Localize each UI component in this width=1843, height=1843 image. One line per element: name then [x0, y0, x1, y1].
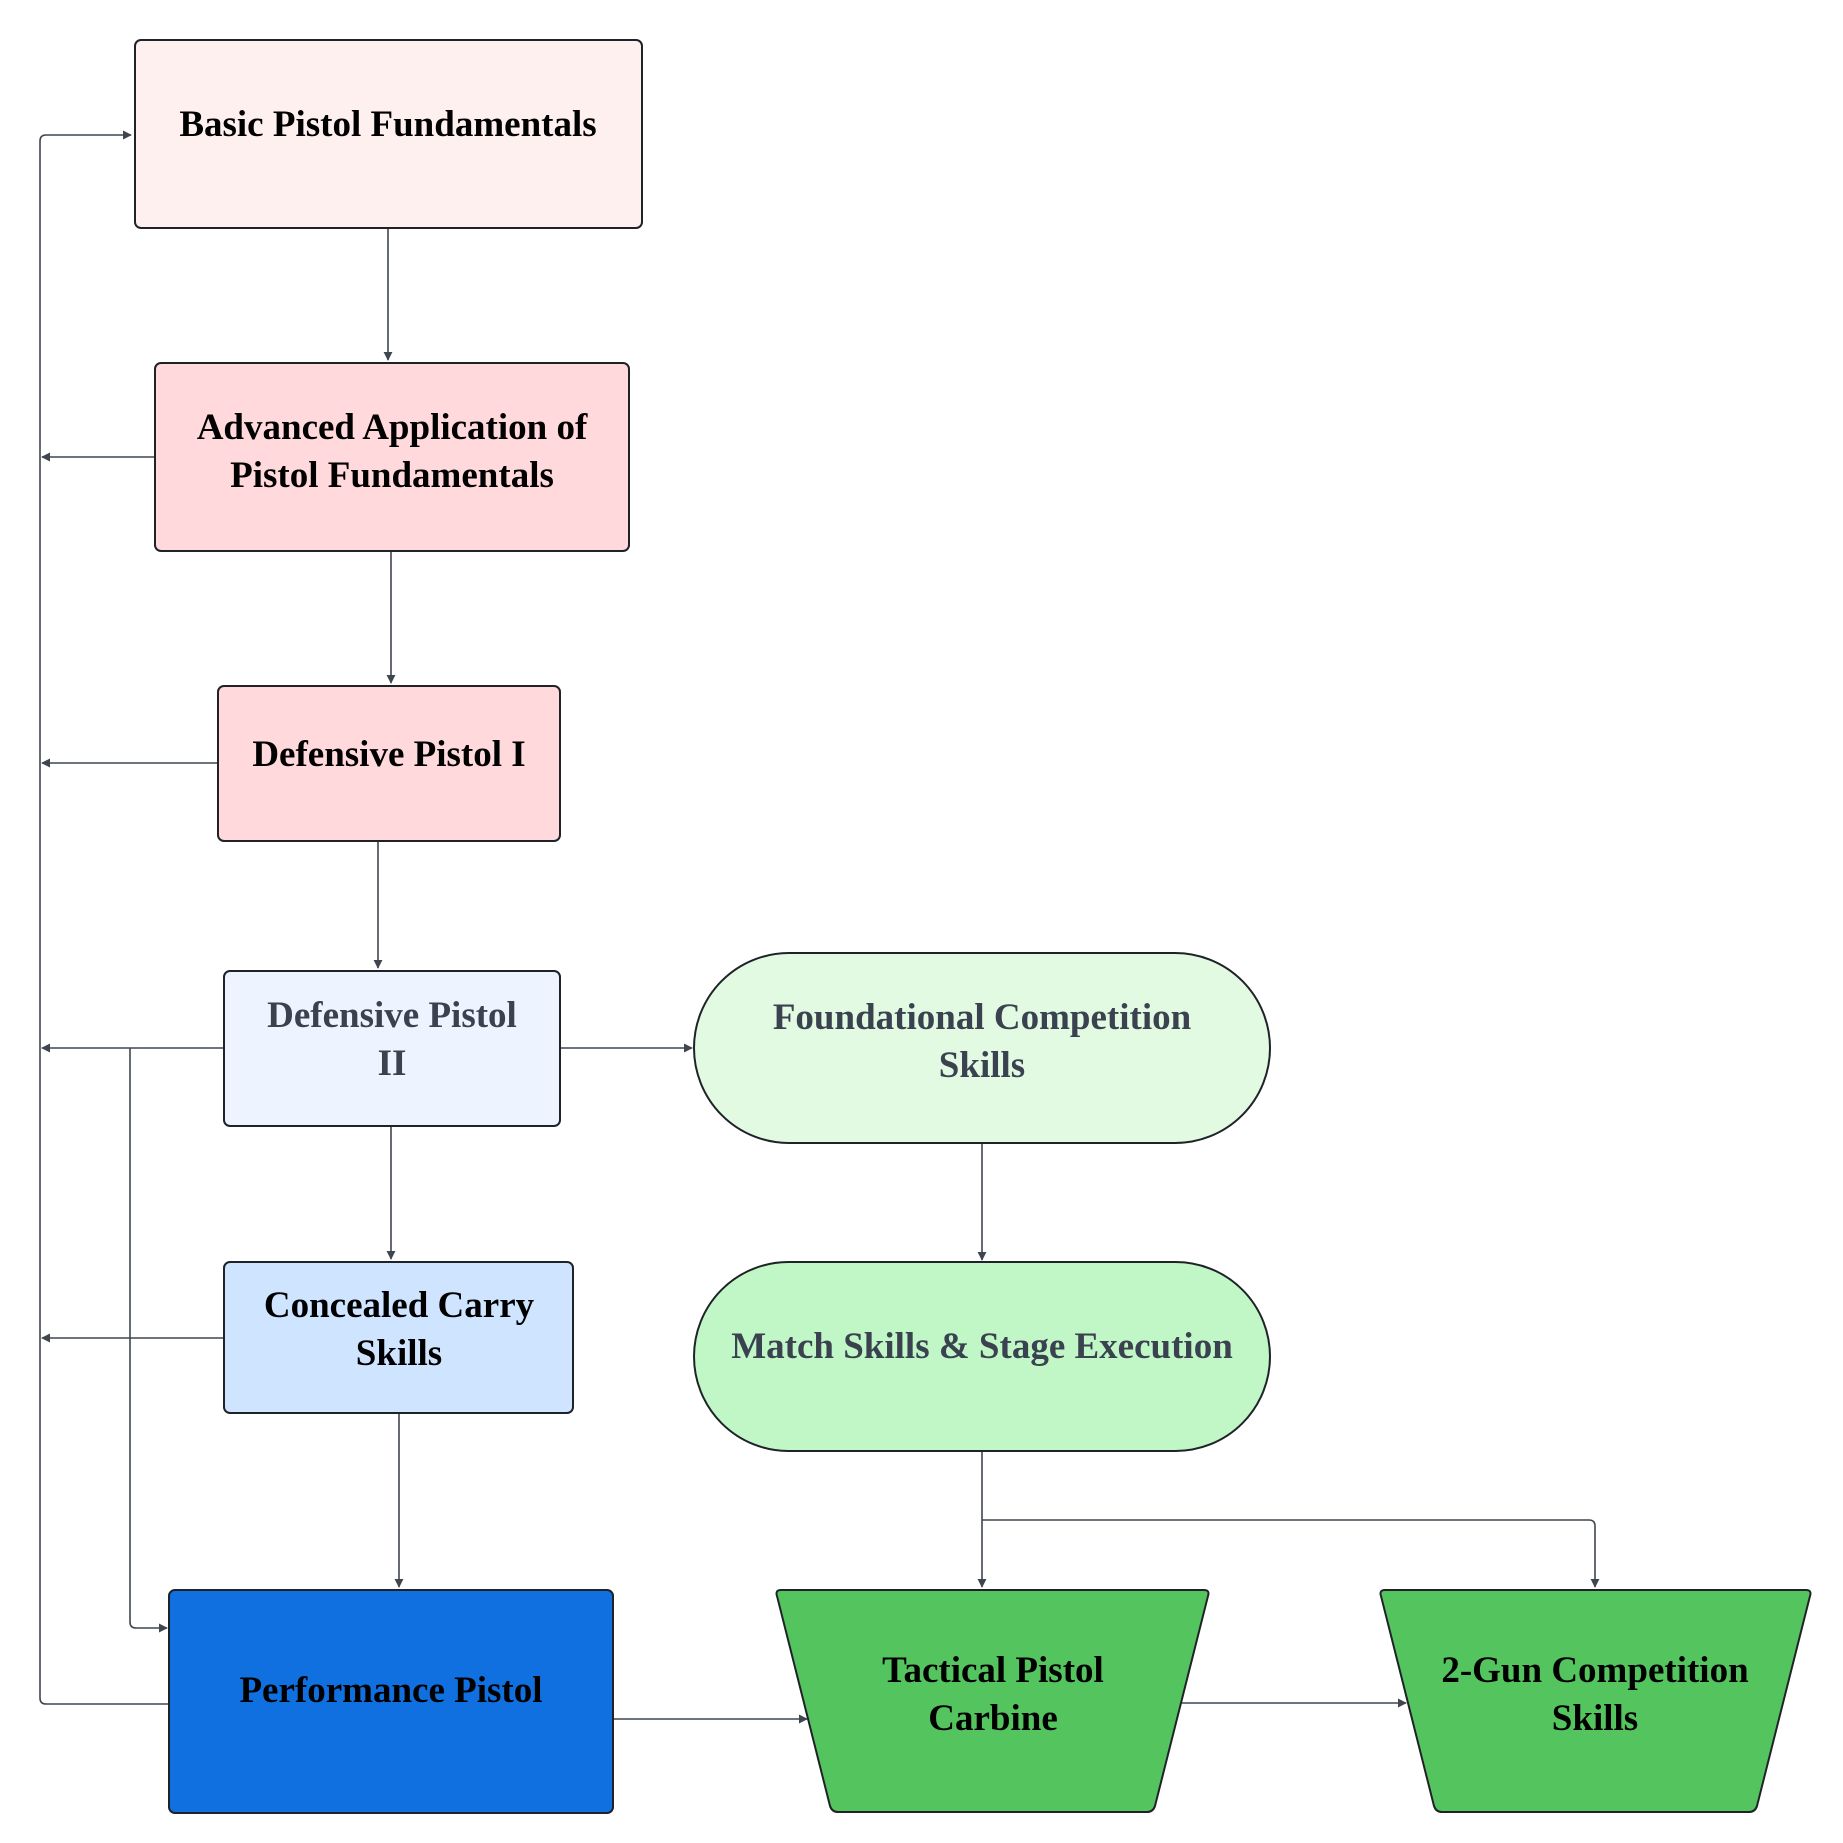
- edges: [39, 130, 1600, 1724]
- node-label-line: Basic Pistol Fundamentals: [179, 104, 596, 145]
- node-label-line: Pistol Fundamentals: [230, 455, 554, 496]
- node-label-line: Tactical Pistol: [882, 1650, 1104, 1691]
- node-defensive-pistol-1[interactable]: Defensive Pistol I: [217, 685, 561, 842]
- node-shape: [693, 1261, 1271, 1452]
- node-shape: [223, 1261, 574, 1414]
- node-label-line: Skills: [1552, 1698, 1638, 1739]
- node-shape: [693, 952, 1271, 1144]
- node-match-skills-stage-execution[interactable]: Match Skills & Stage Execution: [693, 1261, 1271, 1452]
- node-shape: [134, 39, 643, 229]
- node-label-line: Match Skills & Stage Execution: [731, 1326, 1233, 1367]
- edge-performance-to-basic-return: [39, 130, 168, 1705]
- node-shape: [217, 685, 561, 842]
- node-label-line: Skills: [356, 1333, 442, 1374]
- edge-match-to-2gun: [982, 1519, 1600, 1588]
- node-shape: [1379, 1589, 1812, 1813]
- node-label-line: 2-Gun Competition: [1441, 1650, 1749, 1691]
- node-shape: [168, 1589, 614, 1814]
- node-label-line: Foundational Competition: [773, 997, 1192, 1038]
- node-performance-pistol[interactable]: Performance Pistol: [168, 1589, 614, 1814]
- node-advanced-application[interactable]: Advanced Application of Pistol Fundamenta…: [154, 362, 630, 552]
- edge-defensive2-to-performance: [129, 1048, 168, 1633]
- node-label-line: Defensive Pistol: [267, 995, 517, 1036]
- node-label: Basic Pistol Fundamentals: [179, 104, 596, 145]
- node-label: Match Skills & Stage Execution: [731, 1326, 1233, 1367]
- node-label-line: II: [378, 1043, 407, 1084]
- node-label-line: Skills: [939, 1045, 1025, 1086]
- node-label: Advanced Application of Pistol Fundamenta…: [197, 407, 588, 496]
- node-label-line: Carbine: [928, 1698, 1058, 1739]
- node-label-line: Concealed Carry: [264, 1285, 535, 1326]
- node-label: Defensive Pistol I: [252, 734, 525, 775]
- node-label-line: Defensive Pistol I: [252, 734, 525, 775]
- node-shape: [154, 362, 630, 552]
- node-label-line: Performance Pistol: [239, 1670, 542, 1711]
- node-shape: [775, 1589, 1210, 1813]
- node-shape: [223, 970, 561, 1127]
- node-label-line: Advanced Application of: [197, 407, 588, 448]
- node-basic-pistol-fundamentals[interactable]: Basic Pistol Fundamentals: [134, 39, 643, 229]
- node-label: Performance Pistol: [239, 1670, 542, 1711]
- nodes: Basic Pistol Fundamentals Advanced Appli…: [134, 39, 1812, 1814]
